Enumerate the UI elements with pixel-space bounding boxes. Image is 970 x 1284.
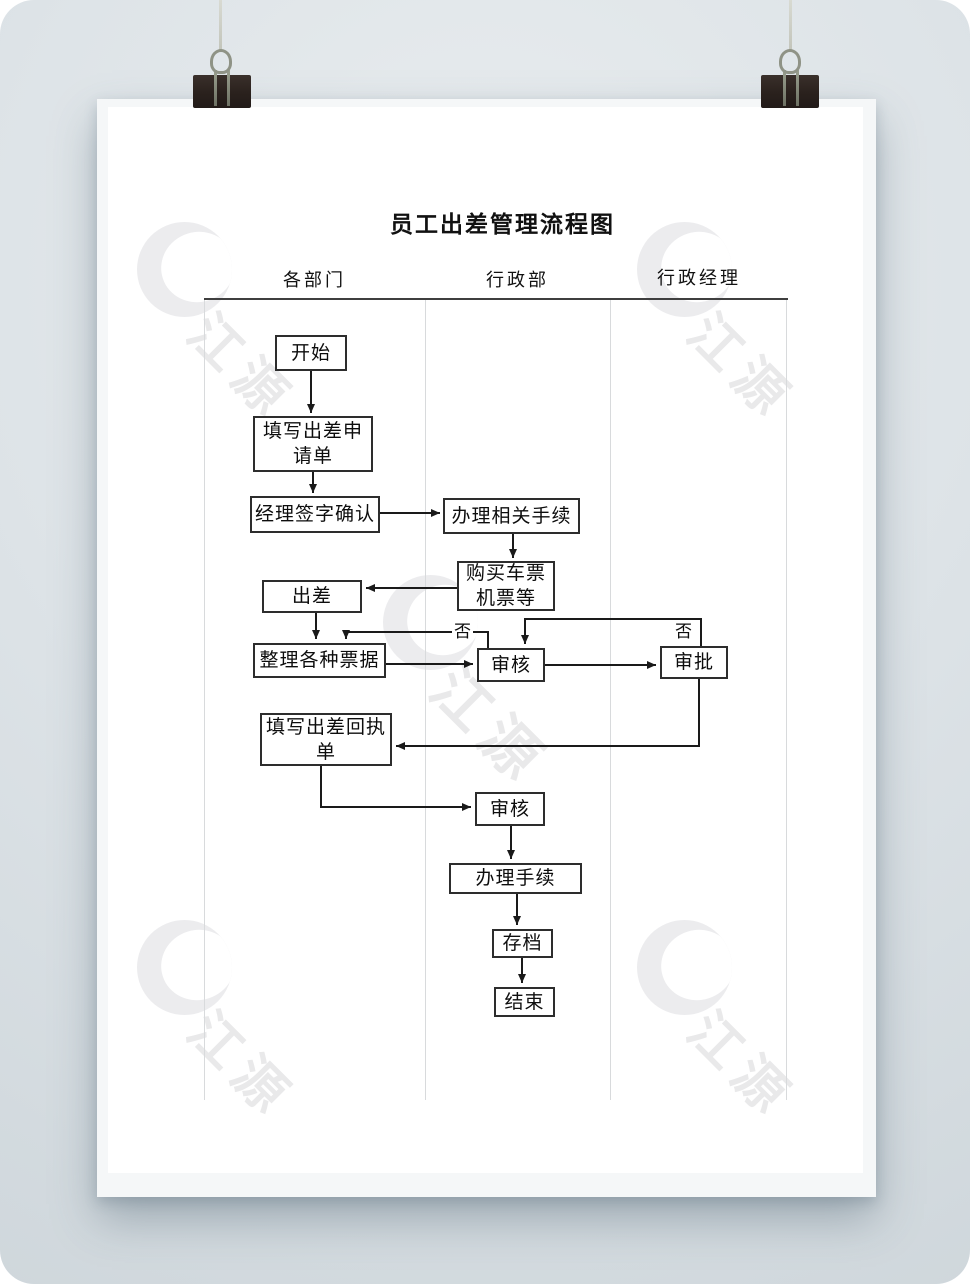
flow-node-review-2: 审核 bbox=[475, 792, 545, 826]
flow-node-manager-sign: 经理签字确认 bbox=[250, 496, 380, 533]
flow-node-archive: 存档 bbox=[492, 929, 553, 958]
decision-label-no-2: 否 bbox=[673, 622, 694, 641]
edge-fill-return-to-review2 bbox=[320, 766, 471, 811]
watermark-logo-icon bbox=[637, 222, 732, 317]
lane-divider-right bbox=[786, 300, 787, 1100]
lane-divider-1 bbox=[425, 300, 426, 1100]
lane-header-admin-dept: 行政部 bbox=[486, 270, 549, 290]
hang-string-right bbox=[789, 0, 792, 52]
binder-clip-right bbox=[761, 75, 819, 108]
lane-header-departments: 各部门 bbox=[283, 270, 346, 290]
lane-divider-2 bbox=[610, 300, 611, 1100]
watermark-logo-icon bbox=[637, 920, 732, 1015]
lane-header-admin-manager: 行政经理 bbox=[657, 268, 741, 288]
edge-approve-no-to-review1 bbox=[521, 618, 702, 646]
flow-node-handle-2: 办理手续 bbox=[449, 863, 582, 894]
binder-clip-wire-loop bbox=[779, 49, 801, 74]
flow-node-fill-request: 填写出差申 请单 bbox=[253, 416, 373, 472]
lane-divider-left bbox=[204, 300, 205, 1100]
watermark-logo-icon bbox=[137, 920, 232, 1015]
flow-node-sort-receipts: 整理各种票据 bbox=[253, 643, 386, 678]
page-title: 员工出差管理流程图 bbox=[390, 211, 615, 237]
hang-string-left bbox=[219, 0, 222, 52]
flow-node-end: 结束 bbox=[494, 987, 555, 1017]
edge-review1-no-to-sort bbox=[342, 630, 489, 648]
lane-header-rule bbox=[204, 298, 788, 300]
edge-approve-to-fill-return bbox=[396, 679, 700, 750]
flow-node-buy-tickets: 购买车票 机票等 bbox=[457, 561, 555, 611]
flow-node-approve: 审批 bbox=[660, 646, 728, 679]
binder-clip-prong bbox=[783, 70, 786, 106]
flow-node-handle-related: 办理相关手续 bbox=[443, 498, 580, 534]
decision-label-no-1: 否 bbox=[452, 622, 473, 641]
flow-node-business-trip: 出差 bbox=[262, 580, 362, 613]
flow-node-fill-return: 填写出差回执 单 bbox=[260, 713, 392, 766]
binder-clip-prong bbox=[227, 70, 230, 106]
binder-clip-wire-loop bbox=[210, 49, 232, 74]
watermark-logo-icon bbox=[137, 222, 232, 317]
binder-clip-prong bbox=[796, 70, 799, 106]
paper-sheet bbox=[108, 107, 863, 1173]
binder-clip-prong bbox=[214, 70, 217, 106]
binder-clip-left bbox=[193, 75, 251, 108]
flow-node-review-1: 审核 bbox=[477, 648, 545, 682]
flow-node-start: 开始 bbox=[275, 335, 347, 371]
